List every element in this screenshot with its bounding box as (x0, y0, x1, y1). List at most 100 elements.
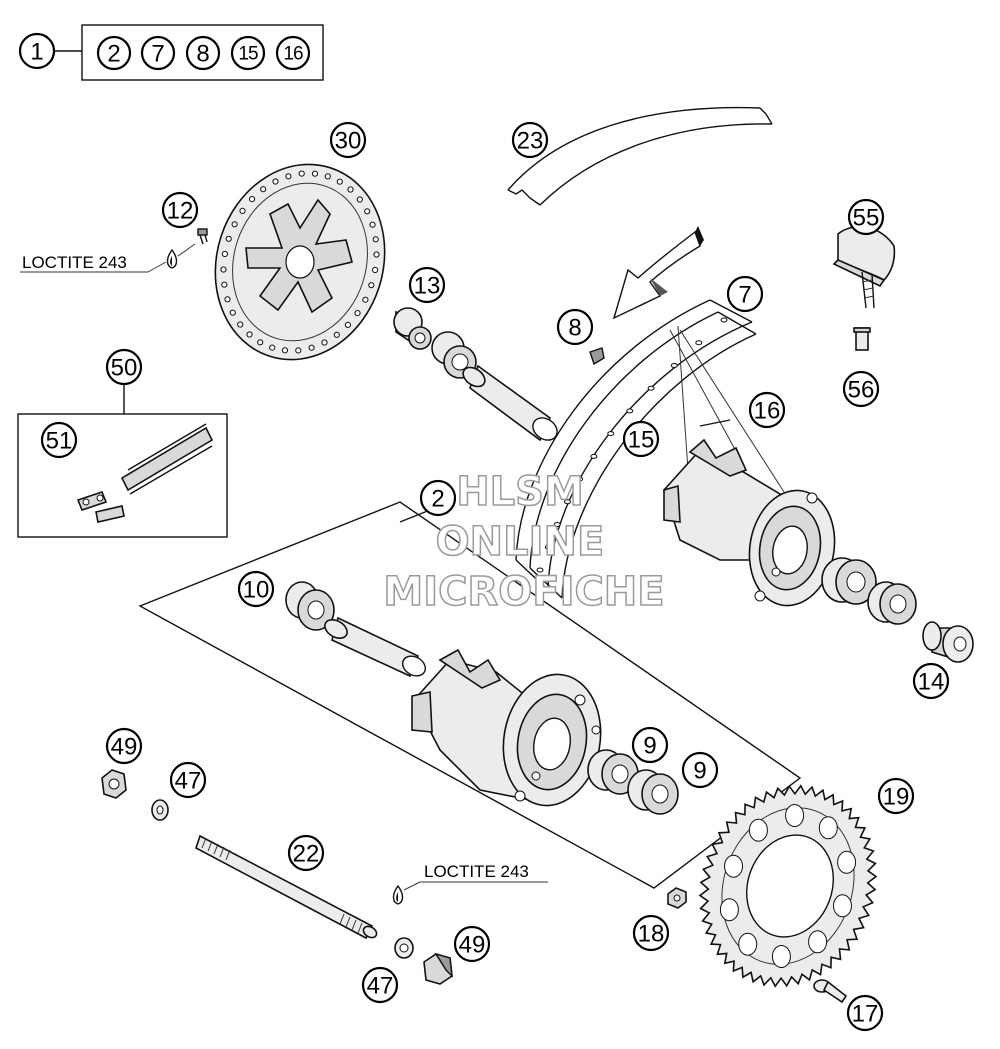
set-group: 1 2 7 8 15 16 (18, 24, 324, 81)
sprocket-nut[interactable] (667, 887, 687, 909)
callout-50[interactable]: 50 (105, 348, 143, 386)
svg-text:14: 14 (918, 669, 945, 696)
assembly-outline (138, 501, 802, 889)
svg-text:7: 7 (151, 41, 164, 68)
loctite-note-bottom: LOCTITE 243 (420, 862, 548, 883)
svg-text:47: 47 (367, 973, 394, 1000)
watermark: HLSM ONLINE MICROFICHE (383, 468, 666, 616)
svg-text:16: 16 (754, 398, 781, 425)
callout-47a[interactable]: 47 (169, 761, 207, 799)
svg-text:MICROFICHE: MICROFICHE (383, 569, 664, 615)
callout-10[interactable]: 10 (237, 570, 275, 608)
callout-22[interactable]: 22 (287, 834, 325, 872)
svg-text:30: 30 (335, 128, 362, 155)
disc-bolt[interactable] (197, 228, 208, 245)
svg-text:56: 56 (848, 377, 875, 404)
washer-47-right[interactable] (394, 937, 414, 959)
svg-text:LOCTITE 243: LOCTITE 243 (22, 253, 127, 272)
callout-14[interactable]: 14 (912, 662, 950, 700)
svg-text:55: 55 (853, 205, 880, 232)
svg-text:49: 49 (459, 932, 486, 959)
spoke-nipple[interactable] (589, 347, 605, 366)
svg-text:16: 16 (283, 44, 303, 65)
nut-49-left[interactable] (101, 769, 127, 799)
rim[interactable] (515, 299, 757, 599)
callout-56[interactable]: 56 (842, 370, 880, 408)
valve-cap[interactable] (832, 226, 896, 309)
sprocket-bolt[interactable] (813, 979, 848, 1004)
callout-49b[interactable]: 49 (453, 925, 491, 963)
svg-text:1: 1 (30, 39, 43, 66)
hub-lower[interactable] (411, 648, 611, 813)
svg-text:9: 9 (643, 733, 656, 760)
callout-set-7[interactable]: 7 (140, 35, 176, 71)
bearing-upper-right-2[interactable] (867, 581, 917, 625)
callout-23[interactable]: 23 (511, 121, 549, 159)
callout-9a[interactable]: 9 (631, 726, 669, 764)
callout-19[interactable]: 19 (877, 777, 915, 815)
svg-text:8: 8 (196, 41, 209, 68)
callout-16[interactable]: 16 (748, 391, 786, 429)
svg-text:50: 50 (111, 355, 138, 382)
callout-set-2[interactable]: 2 (96, 35, 132, 71)
svg-text:7: 7 (738, 282, 751, 309)
bearing-9-right[interactable] (627, 769, 679, 815)
nut-49-right[interactable] (423, 952, 453, 985)
callout-1[interactable]: 1 (18, 32, 56, 70)
chain-set[interactable] (17, 384, 228, 538)
callout-55[interactable]: 55 (847, 198, 885, 236)
chain-links (120, 423, 214, 495)
callout-2[interactable]: 2 (419, 479, 457, 517)
callout-set-8[interactable]: 8 (185, 35, 221, 71)
svg-text:19: 19 (883, 784, 910, 811)
callout-18[interactable]: 18 (632, 914, 670, 952)
svg-text:47: 47 (175, 768, 202, 795)
callout-17[interactable]: 17 (846, 994, 884, 1032)
callout-51[interactable]: 51 (40, 421, 78, 459)
spacer-14[interactable] (922, 621, 974, 663)
svg-text:2: 2 (107, 41, 120, 68)
callout-set-15[interactable]: 15 (230, 35, 266, 71)
svg-text:49: 49 (111, 734, 138, 761)
spacer-13[interactable] (393, 307, 432, 350)
spokes[interactable] (669, 325, 785, 493)
assembly-leader (399, 509, 431, 523)
svg-text:9: 9 (693, 758, 706, 785)
bearing-10[interactable] (285, 581, 335, 631)
svg-text:12: 12 (167, 198, 194, 225)
svg-text:22: 22 (293, 841, 320, 868)
svg-text:13: 13 (414, 273, 441, 300)
callout-30[interactable]: 30 (329, 121, 367, 159)
hub-upper[interactable] (663, 438, 843, 612)
direction-arrow (612, 226, 704, 320)
callout-7[interactable]: 7 (726, 275, 764, 313)
washer-47-left[interactable] (151, 799, 169, 821)
spacer-tube-lower[interactable] (322, 616, 429, 680)
svg-text:2: 2 (431, 486, 444, 513)
callout-8[interactable]: 8 (556, 308, 594, 346)
callout-12[interactable]: 12 (161, 191, 199, 229)
callout-set-16[interactable]: 16 (275, 35, 311, 71)
valve-core[interactable] (853, 327, 871, 351)
callout-13[interactable]: 13 (408, 266, 446, 304)
sprocket[interactable] (698, 784, 878, 988)
callout-49a[interactable]: 49 (105, 727, 143, 765)
loctite-drop-top (166, 243, 196, 269)
rim-tape[interactable] (507, 106, 773, 206)
svg-text:51: 51 (46, 428, 73, 455)
svg-text:23: 23 (517, 128, 544, 155)
loctite-drop-bottom (392, 881, 421, 905)
callout-15[interactable]: 15 (622, 420, 660, 458)
callout-47b[interactable]: 47 (361, 966, 399, 1004)
svg-text:18: 18 (638, 921, 665, 948)
brake-disc[interactable] (190, 142, 409, 382)
bearing-upper-right-1[interactable] (821, 557, 877, 605)
svg-text:ONLINE: ONLINE (436, 519, 605, 565)
axle[interactable] (195, 834, 379, 940)
svg-text:HLSM: HLSM (456, 469, 584, 515)
svg-text:8: 8 (568, 315, 581, 342)
spacer-tube-top[interactable] (460, 364, 562, 445)
callout-9b[interactable]: 9 (681, 751, 719, 789)
svg-text:10: 10 (243, 577, 270, 604)
